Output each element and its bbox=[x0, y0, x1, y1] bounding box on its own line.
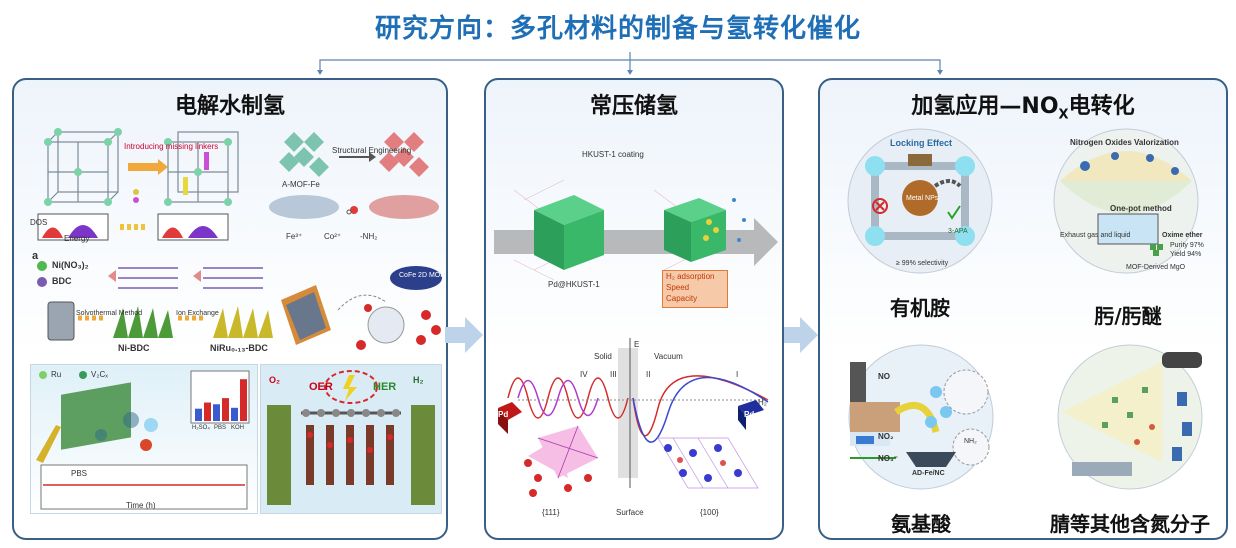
bar-mark bbox=[222, 398, 229, 421]
her-label: HER bbox=[373, 381, 397, 393]
region-iv-label: IV bbox=[580, 370, 588, 379]
bar-pbs-label: PBS bbox=[214, 425, 227, 431]
structural-label: Structural Engineering bbox=[332, 146, 412, 155]
bar-mark bbox=[231, 407, 238, 421]
surface-label: Surface bbox=[616, 508, 644, 517]
page-title: 研究方向：多孔材料的制备与氢转化催化 bbox=[374, 14, 861, 44]
panel-hydrogenation-title: 加氢应用—NOX电转化 bbox=[820, 88, 1226, 122]
amof-structure-figure bbox=[269, 132, 439, 219]
apa-label: 3-APA bbox=[948, 228, 968, 235]
energy-label: Energy bbox=[64, 234, 90, 243]
bar-koh-label: KOH bbox=[231, 425, 245, 431]
locking-label: Locking Effect bbox=[890, 138, 953, 148]
h2-adsorption-label: H₂ adsorption bbox=[666, 272, 715, 281]
solid-label: Solid bbox=[594, 352, 612, 361]
ni-label: Ni(NO₃)₂ bbox=[52, 260, 89, 270]
nitrile-figure bbox=[1057, 344, 1203, 490]
panel-hydrogenation-title-sub: X bbox=[1058, 107, 1069, 123]
title-bracket bbox=[317, 52, 943, 75]
h2-curve-label: H₂ bbox=[758, 398, 767, 407]
no2-label: NO₂ bbox=[878, 432, 894, 441]
exhaust-label: Exhaust gas and liquid bbox=[1060, 232, 1131, 239]
solvothermal-label: Solvothermal Method bbox=[76, 310, 143, 317]
pd-hkust-label: Pd@HKUST-1 bbox=[548, 280, 600, 289]
pd-left-label: Pd bbox=[498, 410, 509, 419]
amine-figure bbox=[847, 128, 993, 274]
speed-label: Speed bbox=[666, 283, 690, 292]
amine-label: 有机胺 bbox=[890, 296, 950, 320]
hkust-coating-label: HKUST-1 coating bbox=[582, 150, 644, 159]
flow-arrow-2 bbox=[780, 317, 818, 353]
onepot-label: One-pot method bbox=[1110, 204, 1172, 213]
bar-mark bbox=[213, 404, 220, 421]
time-label: Time (h) bbox=[126, 501, 156, 510]
mgo-label: MOF-Derived MgO bbox=[1126, 264, 1186, 271]
mof-lattice-figure bbox=[37, 128, 239, 241]
purity-label: Purity 97% bbox=[1170, 242, 1204, 249]
nh2-label: -NH₂ bbox=[360, 232, 378, 241]
flow-arrow-1 bbox=[445, 317, 483, 353]
nitrogen-valorization-label: Nitrogen Oxides Valorization bbox=[1070, 138, 1179, 147]
o2-label: O₂ bbox=[269, 375, 280, 385]
capacity-label: Capacity bbox=[666, 294, 698, 303]
panel-electrolysis: 电解水制氢 Introducing missing linkers Energy… bbox=[12, 78, 448, 540]
oxime-label: 肟/肟醚 bbox=[1094, 304, 1162, 328]
bar-mark bbox=[240, 379, 247, 421]
v2c-label: V₂Cₓ bbox=[91, 370, 108, 379]
panel-hydrogenation-title-main: 加氢应用—NO bbox=[911, 94, 1059, 119]
h2-label: H₂ bbox=[413, 375, 424, 385]
metal-nps-label: Metal NPs bbox=[906, 195, 939, 202]
bar-h2so4-label: H₂SO₄ bbox=[192, 425, 210, 431]
facet-100-label: {100} bbox=[700, 508, 719, 517]
panel-hydrogenation: 加氢应用—NOX电转化 Locking Effect Metal NPs 3-A… bbox=[818, 78, 1228, 540]
ru-label: Ru bbox=[51, 370, 62, 379]
region-i-label: I bbox=[736, 370, 739, 379]
fe3-label: Fe³⁺ bbox=[286, 232, 303, 241]
energy-potential-figure bbox=[498, 338, 769, 497]
nh2-amino-label: NH₂ bbox=[964, 438, 977, 445]
amino-acid-figure bbox=[848, 344, 994, 490]
pbs-label: PBS bbox=[71, 469, 88, 478]
bar-mark bbox=[204, 402, 211, 421]
facet-111-label: {111} bbox=[542, 508, 560, 517]
amino-acid-label: 氨基酸 bbox=[891, 512, 951, 536]
panel-a-label: a bbox=[32, 250, 39, 262]
cofe-mof-figure bbox=[281, 266, 442, 350]
oer-label: OER bbox=[309, 381, 333, 393]
no-label: NO bbox=[878, 372, 890, 381]
cofe-label: CoFe 2D MOF bbox=[399, 272, 445, 279]
bdc-label: BDC bbox=[52, 276, 72, 286]
oxime-ether-label: Oxime ether bbox=[1162, 232, 1203, 239]
co2-label: Co²⁺ bbox=[324, 232, 342, 241]
ru-v2c-figure: Ru V₂Cₓ PBS Time (h) H₂SO₄ PBS KOH bbox=[30, 364, 258, 514]
panel-electrolysis-title: 电解水制氢 bbox=[174, 94, 285, 119]
panel-hydrogenation-title-end: 电转化 bbox=[1068, 94, 1135, 119]
pd-hkust-figure bbox=[494, 179, 778, 281]
dos-label: DOS bbox=[30, 218, 48, 227]
h2-adsorption-box: H₂ adsorption Speed Capacity bbox=[662, 270, 728, 308]
region-iii-label: III bbox=[610, 370, 617, 379]
ion-exchange-label: Ion Exchange bbox=[176, 310, 219, 317]
panel-storage: 常压储氢 HKUST-1 coating Pd@HKUST-1 H₂ adsor… bbox=[484, 78, 784, 540]
nitrile-label: 腈等其他含氮分子 bbox=[1050, 512, 1210, 536]
bar-mark bbox=[195, 408, 202, 421]
no3-label: NO₃⁻ bbox=[878, 454, 898, 463]
introducing-label: Introducing missing linkers bbox=[124, 142, 219, 151]
niru-bdc-label: NiRu₀.₁₃-BDC bbox=[210, 343, 268, 353]
selectivity-label: ≥ 99% selectivity bbox=[896, 260, 949, 267]
ni-bdc-synthesis-figure bbox=[37, 261, 273, 341]
oxime-figure bbox=[1053, 128, 1199, 274]
pd-right-label: Pd bbox=[744, 410, 755, 419]
region-ii-label: II bbox=[646, 370, 651, 379]
ni-bdc-label: Ni-BDC bbox=[118, 343, 150, 353]
oer-her-figure: OER HER O₂ H₂ bbox=[260, 364, 442, 514]
amof-label: A-MOF-Fe bbox=[282, 180, 320, 189]
panel-storage-title: 常压储氢 bbox=[589, 94, 678, 119]
adfe-label: AD-Fe/NC bbox=[912, 470, 945, 477]
vacuum-label: Vacuum bbox=[654, 352, 683, 361]
e-axis-label: E bbox=[634, 340, 640, 349]
yield-label: Yield 94% bbox=[1170, 251, 1202, 258]
